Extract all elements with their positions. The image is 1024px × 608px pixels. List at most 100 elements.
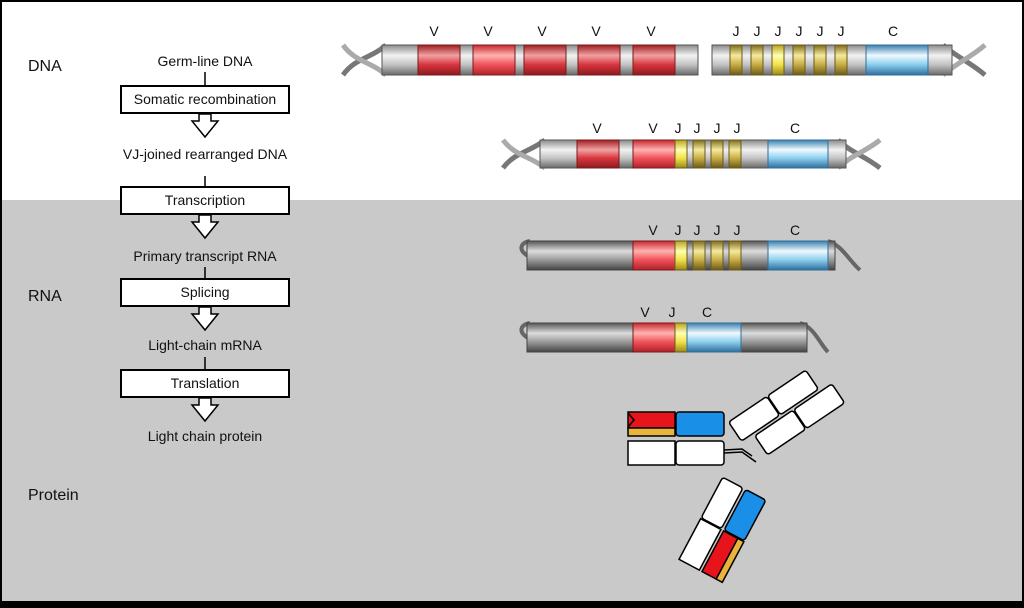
j-gene-segment	[692, 240, 706, 271]
fc-domain	[728, 396, 780, 441]
segment-label-j: J	[694, 222, 701, 238]
segment-label-j: J	[734, 120, 741, 136]
fc-region	[728, 370, 845, 455]
j-gene-segment	[674, 322, 688, 353]
segment-label-j: J	[714, 222, 721, 238]
segment-label-j: J	[775, 23, 782, 39]
segment-label-v: V	[483, 23, 493, 39]
rearranged-dna-molecule: V V J J J J C	[501, 120, 882, 171]
segment-label-j: J	[675, 222, 682, 238]
heavy-chain-constant-domain	[675, 440, 725, 466]
c-gene-segment	[767, 240, 829, 271]
section-label-protein: Protein	[28, 487, 79, 504]
v-gene-segment	[417, 44, 461, 76]
j-gene-segment	[728, 139, 742, 169]
v-gene-segment	[577, 44, 621, 76]
light-chain-joining-region	[627, 427, 676, 437]
segment-label-j: J	[817, 23, 824, 39]
flow-label-light-chain-protein: Light chain protein	[148, 428, 262, 444]
segment-label-j: J	[838, 23, 845, 39]
j-gene-segment	[813, 44, 827, 76]
segment-label-j: J	[714, 120, 721, 136]
down-arrow-icon	[190, 397, 220, 423]
segment-label-v: V	[592, 120, 602, 136]
down-arrow-icon	[190, 113, 220, 139]
v-gene-segment	[632, 322, 676, 353]
step-label-transcription: Transcription	[165, 192, 245, 208]
segment-label-j: J	[694, 120, 701, 136]
segment-label-v: V	[591, 23, 601, 39]
process-flowchart: Germ-line DNA Somatic recombination VJ-j…	[120, 53, 290, 444]
segment-label-v: V	[648, 222, 658, 238]
j-gene-segment	[674, 139, 688, 169]
step-label-somatic-recombination: Somatic recombination	[134, 91, 276, 107]
light-chain-variable-domain	[627, 411, 676, 429]
j-gene-segment	[750, 44, 764, 76]
step-label-translation: Translation	[171, 375, 240, 391]
fab-arm-left	[627, 411, 725, 466]
j-gene-segment	[692, 139, 706, 169]
j-gene-segment	[771, 44, 785, 76]
fc-domain	[755, 410, 806, 455]
down-arrow-icon	[190, 214, 220, 240]
segment-label-j: J	[796, 23, 803, 39]
j-gene-segment	[710, 139, 724, 169]
light-chain-mrna: V J C	[519, 304, 830, 354]
heavy-chain-variable-domain	[678, 517, 722, 572]
v-gene-segment	[472, 44, 516, 76]
step-box-translation	[120, 369, 290, 398]
segment-label-c: C	[790, 120, 800, 136]
antibody-protein	[627, 370, 845, 584]
j-gene-segment	[729, 44, 743, 76]
segment-label-c: C	[888, 23, 898, 39]
segment-label-j: J	[669, 304, 676, 320]
section-label-dna: DNA	[28, 58, 62, 75]
step-box-transcription	[120, 186, 290, 215]
flow-label-primary-transcript: Primary transcript RNA	[133, 248, 277, 264]
segment-label-j: J	[754, 23, 761, 39]
j-gene-segment	[674, 240, 688, 271]
v-gene-segment	[632, 240, 676, 271]
v-gene-segment	[523, 44, 567, 76]
segment-label-v: V	[429, 23, 439, 39]
j-gene-segment	[710, 240, 724, 271]
fc-domain	[794, 384, 845, 429]
rna-protein-background	[2, 200, 1022, 601]
segment-label-j: J	[733, 23, 740, 39]
v-gene-segment	[632, 139, 676, 169]
c-gene-segment	[767, 139, 829, 169]
light-chain-constant-domain	[675, 411, 725, 437]
segment-label-v: V	[640, 304, 650, 320]
flow-label-light-chain-mrna: Light-chain mRNA	[148, 337, 262, 353]
v-gene-segment	[576, 139, 620, 169]
segment-label-v: V	[646, 23, 656, 39]
segment-label-v: V	[648, 120, 658, 136]
step-box-somatic-recombination	[120, 85, 290, 114]
j-gene-segment	[792, 44, 806, 76]
primary-transcript-rna: V J J J J C	[519, 222, 862, 272]
v-gene-segment	[632, 44, 676, 76]
fab-arm-right	[678, 477, 766, 584]
step-label-splicing: Splicing	[180, 284, 229, 300]
hinge-region	[723, 448, 757, 463]
down-arrow-icon	[190, 306, 220, 332]
j-gene-segment	[834, 44, 848, 76]
light-chain-variable-domain	[700, 529, 739, 581]
heavy-chain-variable-domain	[627, 440, 676, 466]
segment-label-c: C	[702, 304, 712, 320]
section-label-rna: RNA	[28, 288, 62, 305]
j-gene-segment	[728, 240, 742, 271]
c-gene-segment	[686, 322, 742, 353]
step-box-splicing	[120, 278, 290, 307]
segment-label-v: V	[537, 23, 547, 39]
germline-dna-molecule: V V V V V J J J J J J C	[340, 23, 987, 77]
segment-label-c: C	[790, 222, 800, 238]
segment-label-j: J	[734, 222, 741, 238]
heavy-chain-constant-domain	[701, 477, 743, 529]
fc-domain	[767, 370, 819, 415]
light-chain-constant-domain	[724, 489, 766, 541]
flow-label-germline: Germ-line DNA	[158, 53, 254, 69]
flow-label-vj-joined: VJ-joined rearranged DNA	[123, 146, 288, 162]
